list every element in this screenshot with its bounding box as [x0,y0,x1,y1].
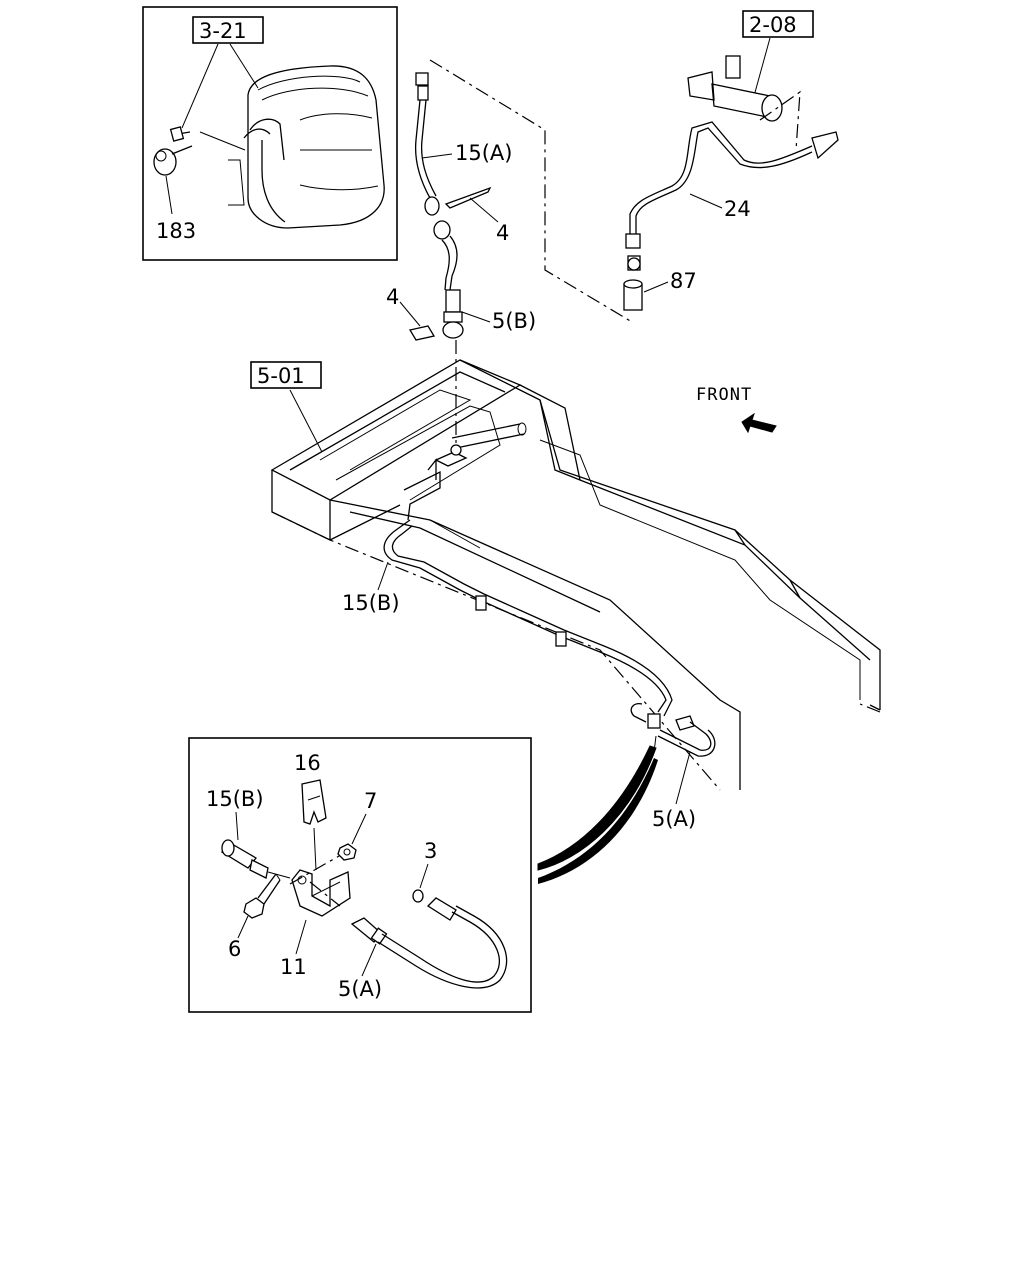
callout-16: 16 [294,751,321,775]
inset-tank: 3-21 183 [142,6,398,261]
front-arrow-icon [741,412,777,434]
front-label: FRONT [696,385,752,405]
callout-15b-main: 15(B) [342,591,400,615]
callout-15a: 15(A) [455,141,512,165]
callout-15b-detail: 15(B) [206,787,264,811]
callout-6: 6 [228,937,241,961]
callout-5a-detail: 5(A) [338,977,382,1001]
callout-7: 7 [364,789,377,813]
front-indicator: FRONT [696,385,777,434]
callout-5b: 5(B) [492,309,536,333]
callout-11: 11 [280,955,307,979]
callout-24: 24 [724,197,751,221]
callout-3: 3 [424,839,437,863]
upper-hose-assembly: 15(A) 4 4 5(B) [386,59,633,448]
inset-detail: 15(B) 16 7 3 6 11 5(A) [188,737,532,1013]
callout-4-upper: 4 [496,221,509,245]
callout-2-08: 2-08 [749,13,797,37]
callout-5-01: 5-01 [257,364,305,388]
callout-183: 183 [156,219,196,243]
master-cylinder-assembly: 2-08 24 87 [623,10,839,311]
callout-5a-main: 5(A) [652,807,696,831]
callout-3-21: 3-21 [199,19,247,43]
chassis-frame: 5-01 [250,359,881,884]
callout-87: 87 [670,269,697,293]
callout-4-lower: 4 [386,285,399,309]
